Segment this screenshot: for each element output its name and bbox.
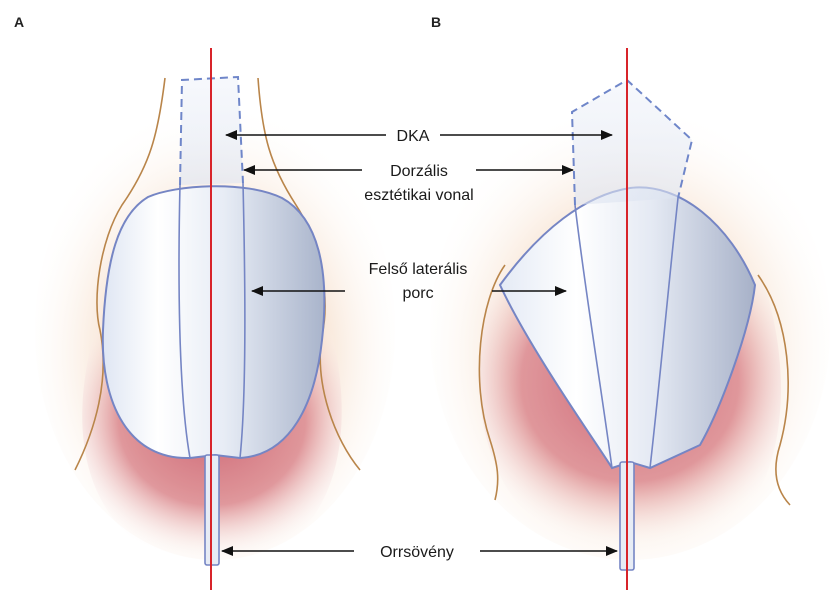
- panel-a-letter: A: [14, 14, 24, 30]
- dorsal-line-label-2: esztétikai vonal: [364, 187, 473, 204]
- dka-label: DKA: [397, 128, 430, 145]
- dorsal-line-label-1: Dorzális: [390, 163, 448, 180]
- upper-lateral-cartilage: [103, 186, 325, 458]
- ulc-label-1: Felső laterális: [369, 261, 468, 278]
- ulc-label-2: porc: [402, 285, 433, 302]
- panel-a: A: [14, 14, 395, 590]
- dka-outline: [572, 80, 692, 205]
- septum-label: Orrsövény: [380, 544, 454, 561]
- panel-b-letter: B: [431, 14, 441, 30]
- panel-b: B: [430, 14, 830, 590]
